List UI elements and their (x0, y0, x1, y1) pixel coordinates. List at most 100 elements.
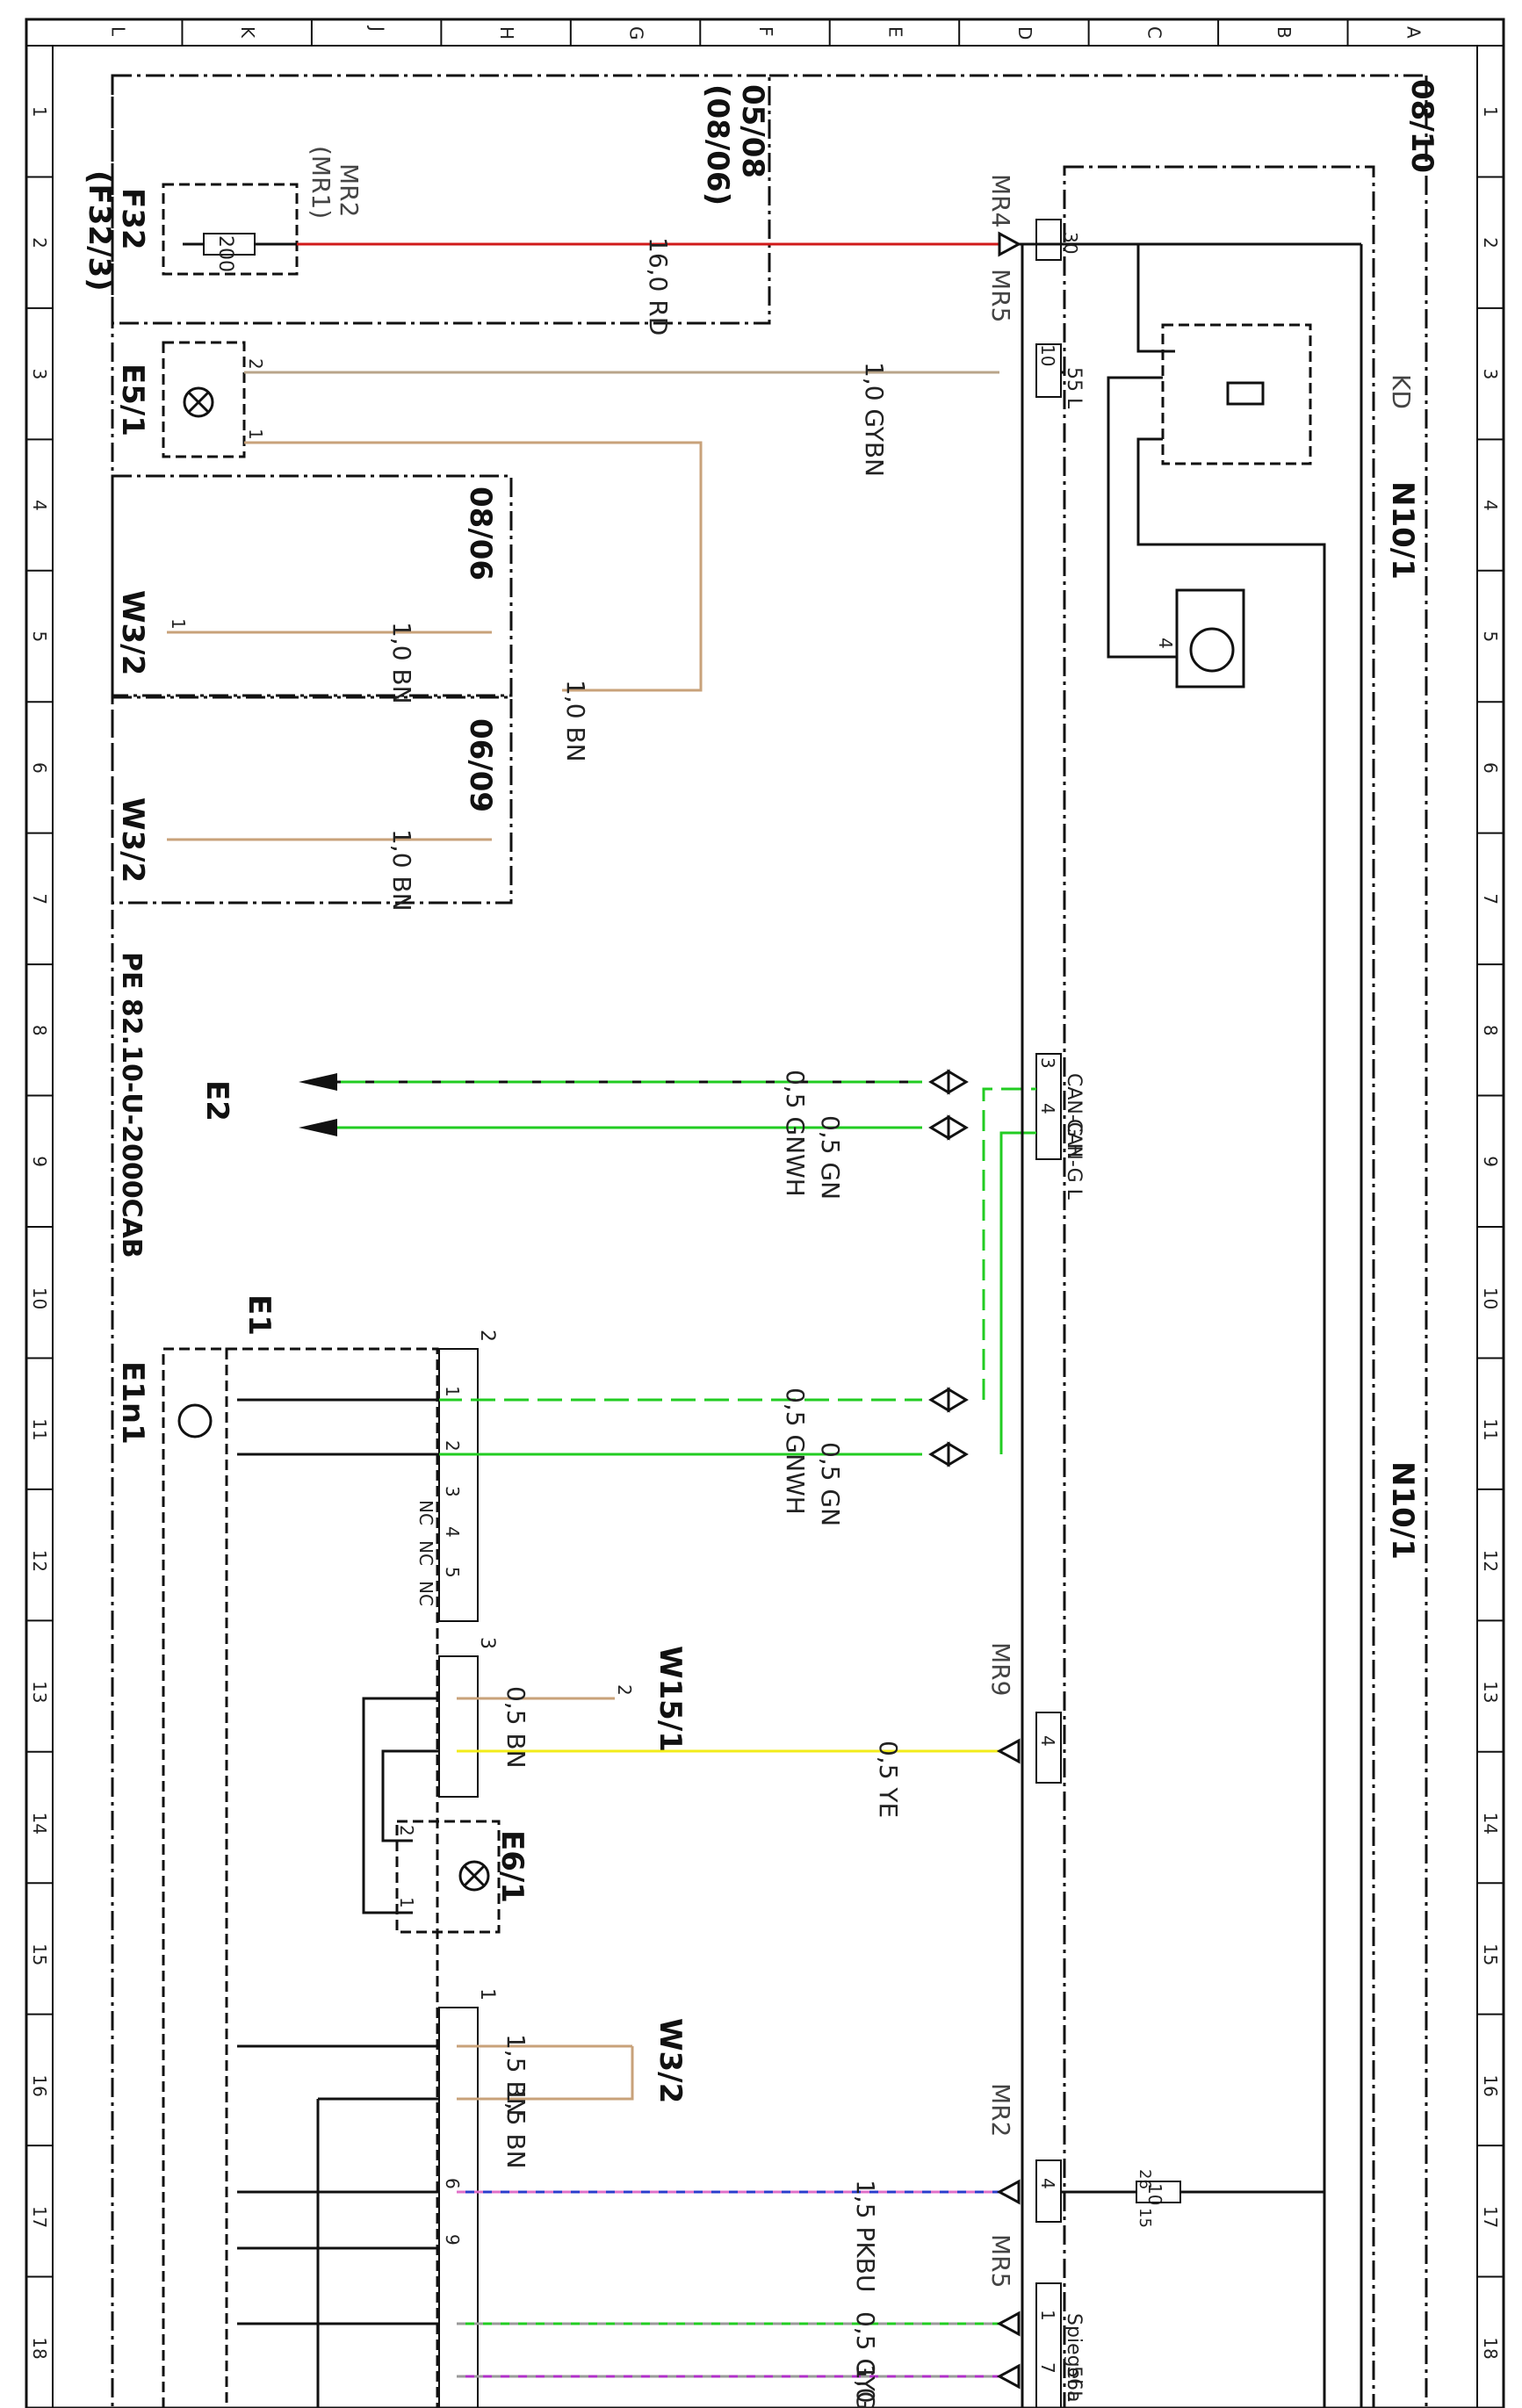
n10-connector-mr4 (1035, 219, 1062, 261)
row-label: 4 (1480, 500, 1501, 511)
n10-1-label-top: N10/1 (1385, 481, 1420, 580)
can-connector-8 (947, 1441, 969, 1467)
w3-2-pin-a: 1 (168, 618, 189, 630)
e5-1-box (162, 341, 246, 458)
e1-connector-1-label: 1 (476, 1988, 498, 2001)
mr5-label-b: MR5 (986, 2234, 1015, 2288)
w3-2-label-a: W3/2 (115, 590, 150, 675)
drawing-frame (25, 18, 1505, 2408)
mr2-label: MR2 (986, 2083, 1015, 2137)
row-label: 10 (29, 1287, 50, 1309)
e6-1-pin2: 2 (396, 1825, 417, 1836)
row-label: 8 (1480, 1025, 1501, 1036)
e6-1-pin1: 1 (396, 1897, 417, 1908)
column-label: A (1403, 26, 1424, 39)
e1-label: E1 (242, 1294, 277, 1336)
fuse-10-bottom: 15 (1136, 2208, 1154, 2228)
e1-pin-2: 2 (442, 1440, 463, 1452)
row-label: 11 (1480, 1418, 1501, 1440)
e6-1-box (395, 1820, 501, 1934)
arrow-mr4 (998, 231, 1022, 257)
arrow-e2-l (299, 1119, 337, 1136)
wire-bn-label-a: 1,0 BN (387, 622, 416, 704)
can-l-pin: 4 (1037, 1103, 1058, 1114)
w3-2-block-a (111, 474, 513, 697)
ref-08-10: 08/10 (1404, 79, 1439, 173)
row-label: 13 (1480, 1681, 1501, 1703)
arrow-mr5-spiegel (996, 2311, 1021, 2337)
wire-can-riser-l (999, 1131, 1036, 1454)
column-label: F (755, 26, 776, 37)
e1-pin-5: 5 (442, 1567, 463, 1578)
column-label: H (496, 26, 517, 40)
w3-2-label-c: W3/2 (653, 2018, 688, 2103)
arrow-mr9 (996, 1738, 1021, 1764)
n10-55l-label: 55 L (1063, 367, 1085, 409)
n10-connector-mr5b (1035, 2282, 1062, 2408)
column-label: K (237, 26, 258, 39)
row-label: 17 (1480, 2206, 1501, 2228)
row-label: 7 (29, 893, 50, 905)
wire-16-rd-label: 16,0 RD (644, 237, 673, 335)
row-label: 14 (29, 1813, 50, 1835)
e1-pin-4: 4 (442, 1526, 463, 1538)
row-label: 4 (29, 500, 50, 511)
e1-connector-1 (438, 2007, 479, 2408)
row-label: 5 (29, 631, 50, 643)
can-connector-6 (947, 1387, 969, 1413)
can-connector-4 (947, 1114, 969, 1141)
wire-bn-e5 (244, 441, 703, 692)
wire-n10-relay-1 (1136, 244, 1175, 353)
row-label: 18 (29, 2337, 50, 2359)
column-label: B (1273, 26, 1295, 39)
wire-1-5-bn-label-b: 1,5 BN (501, 2087, 530, 2169)
can-connector-1 (928, 1069, 950, 1095)
relay-box (1161, 323, 1312, 465)
e1-box (225, 1347, 439, 2408)
wire-e6-loop-2 (381, 1749, 439, 1842)
nc-label-5: NC (415, 1581, 436, 1606)
fuse-10-value: 10 (1144, 2183, 1165, 2205)
kd-label: KD (1387, 374, 1416, 409)
can-connector-7 (928, 1441, 950, 1467)
e1-pin-1: 1 (442, 1386, 463, 1397)
relay-coil-icon (1226, 381, 1265, 406)
relay-pin-4: 4 (1155, 638, 1176, 649)
nc-label-3: NC (415, 1500, 436, 1525)
column-label: L (108, 26, 129, 37)
w3-2-label-b: W3/2 (115, 797, 150, 883)
mr4-label: MR4 (986, 174, 1015, 227)
n10-1-module-frame (1063, 165, 1375, 2408)
transistor-box (1175, 588, 1245, 689)
column-label: J (367, 25, 388, 32)
row-label: 16 (1480, 2074, 1501, 2096)
row-label: 12 (29, 1550, 50, 1572)
wire-1-5-bn-b (457, 2046, 634, 2101)
w3-2-ref-b: 06/09 (463, 718, 498, 812)
e5-1-label: E5/1 (115, 364, 150, 436)
e6-1-label: E6/1 (494, 1830, 530, 1903)
row-label: 1 (29, 106, 50, 118)
arrow-e2-h (299, 1073, 337, 1091)
n10-connector-mr5 (1035, 343, 1062, 398)
row-label: 2 (1480, 237, 1501, 249)
mr9-pin: 4 (1037, 1735, 1058, 1747)
n10-connector-can (1035, 1053, 1062, 1160)
ref-08-06-paren: (08/06) (700, 84, 735, 205)
column-label: C (1143, 26, 1165, 39)
wire-0-5-bn-label: 0,5 BN (501, 1686, 530, 1769)
row-label: 6 (1480, 762, 1501, 774)
can-h-pin: 3 (1037, 1057, 1058, 1069)
wire-0-5-ye-label: 0,5 YE (874, 1741, 903, 1818)
wire-pkbu-label: 1,5 PKBU (851, 2180, 880, 2292)
mr5-spiegel-pin: 1 (1037, 2310, 1058, 2321)
mr9-label: MR9 (986, 1642, 1015, 1696)
e5-1-pin2: 2 (245, 358, 266, 370)
e1-connector-3-label: 3 (476, 1637, 498, 1649)
ref-05-08: 05/08 (735, 84, 770, 178)
w15-1-pin: 2 (614, 1684, 635, 1696)
n10-connector-mr2 (1035, 2159, 1062, 2223)
wire-gyvt-label: 1,0 GYVT (851, 2364, 880, 2408)
